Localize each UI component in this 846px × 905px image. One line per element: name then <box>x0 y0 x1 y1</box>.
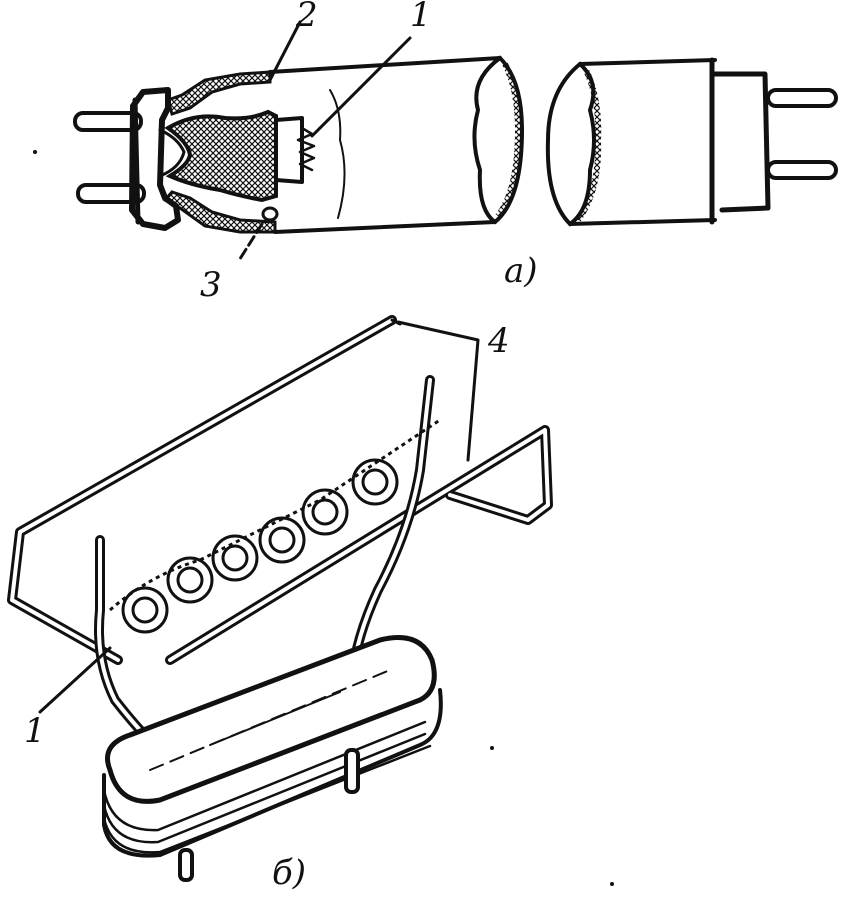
filament-electrode-top <box>274 116 316 184</box>
coiled-filament <box>109 418 441 634</box>
glass-shoulder-bottom <box>162 190 277 234</box>
label-1-filament-bottom: 1 <box>24 711 46 751</box>
electrode-stem <box>164 109 278 203</box>
speck <box>490 746 494 750</box>
mercury-drop <box>261 206 279 222</box>
label-1-filament: 1 <box>410 0 432 35</box>
shield-frame <box>7 315 553 665</box>
right-cap <box>709 57 771 225</box>
speck <box>610 882 614 886</box>
panel-b-electrode-assembly: 4 1 б) <box>7 315 553 893</box>
label-3-mercury: 3 <box>200 265 222 305</box>
speck <box>33 150 37 154</box>
panel-a-lamp-tube: 2 1 3 а) <box>73 0 838 305</box>
glass-tube-right <box>568 58 717 226</box>
left-pins <box>73 111 146 204</box>
panel-a-caption: а) <box>504 251 538 291</box>
right-pins <box>766 88 838 180</box>
label-4-shield: 4 <box>487 321 510 361</box>
glass-tube-left <box>268 56 502 234</box>
bottom-pins <box>178 748 360 882</box>
label-2-glass: 2 <box>295 0 318 35</box>
glass-shoulder-top <box>166 70 272 116</box>
panel-b-caption: б) <box>272 853 306 893</box>
glass-pinch-base <box>102 635 443 858</box>
